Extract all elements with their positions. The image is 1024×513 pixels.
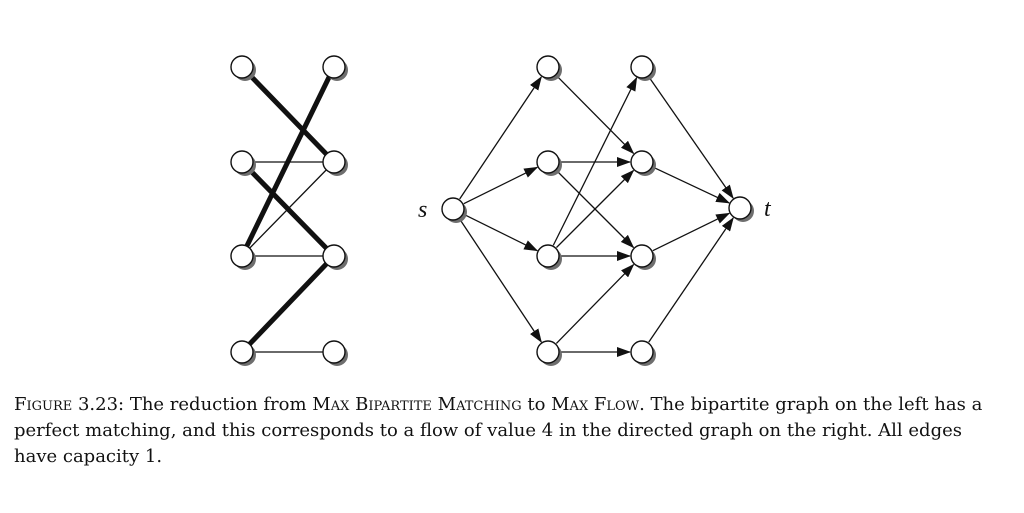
flow-left-node-1-circle [536,55,560,79]
flow-left-node-1 [536,55,562,81]
figure-label: Figure 3.23: [14,394,125,415]
bipartite-left-node-2 [230,150,256,176]
source-label: s [418,197,427,223]
bipartite-edge [241,161,335,257]
bipartite-right-node-4 [322,340,348,366]
sink-edge-4 [648,217,734,343]
flow-left-node-4-circle [536,340,560,364]
caption-term-flow: Max Flow [551,394,640,415]
matching-edge [239,64,337,259]
flow-edge [555,263,635,344]
bipartite-right-node-4-circle [322,340,346,364]
bipartite-right-node-1-circle [322,55,346,79]
bipartite-right-node-3 [322,244,348,270]
bipartite-right-node-1 [322,55,348,81]
caption-text-3: . The bipartite graph on the left has a … [14,394,983,467]
source-node-circle [441,197,465,221]
bipartite-left-node-4-circle [230,340,254,364]
flow-edge [552,76,638,246]
bipartite-graph [230,55,348,366]
flow-left-node-2-circle [536,150,560,174]
bipartite-edges [239,64,337,355]
flow-left-node-4 [536,340,562,366]
sink-edge-3 [652,212,731,252]
reduction-figure: s t [230,55,772,366]
bipartite-nodes [230,55,348,366]
sink-edge-1 [648,76,734,199]
flow-right-node-3-circle [630,244,654,268]
bipartite-right-node-2-circle [322,150,346,174]
figure-caption: Figure 3.23: The reduction from Max Bipa… [14,392,1010,470]
sink-node-circle [728,196,752,220]
bipartite-left-node-3-circle [230,244,254,268]
flow-right-node-2-circle [630,150,654,174]
source-edge-4 [459,218,542,343]
bipartite-right-node-3-circle [322,244,346,268]
flow-left-node-2 [536,150,562,176]
sink-node [728,196,754,222]
flow-edges [459,75,734,357]
caption-term-matching: Max Bipartite Matching [312,394,522,415]
bipartite-right-node-2 [322,150,348,176]
flow-right-node-4 [630,340,656,366]
flow-right-node-1-circle [630,55,654,79]
flow-edge [555,75,635,155]
flow-nodes [441,55,754,366]
flow-left-node-3 [536,244,562,270]
matching-edge [239,253,337,355]
bipartite-left-node-1 [230,55,256,81]
caption-text-1: The reduction from [124,394,313,415]
flow-left-node-3-circle [536,244,560,268]
flow-edge [556,169,635,248]
flow-right-node-4-circle [630,340,654,364]
flow-right-node-3 [630,244,656,270]
flow-right-node-2 [630,150,656,176]
matching-edge [239,64,337,165]
bipartite-left-node-3 [230,244,256,270]
source-edge-3 [463,213,539,252]
source-edge-1 [459,76,542,200]
source-node [441,197,467,223]
bipartite-left-node-4 [230,340,256,366]
caption-text-2: to [521,394,552,415]
bipartite-left-node-2-circle [230,150,254,174]
source-edge-2 [463,166,539,205]
sink-edge-2 [652,166,731,204]
flow-network: s t [418,55,772,366]
flow-right-node-1 [630,55,656,81]
bipartite-left-node-1-circle [230,55,254,79]
sink-label: t [764,196,772,222]
